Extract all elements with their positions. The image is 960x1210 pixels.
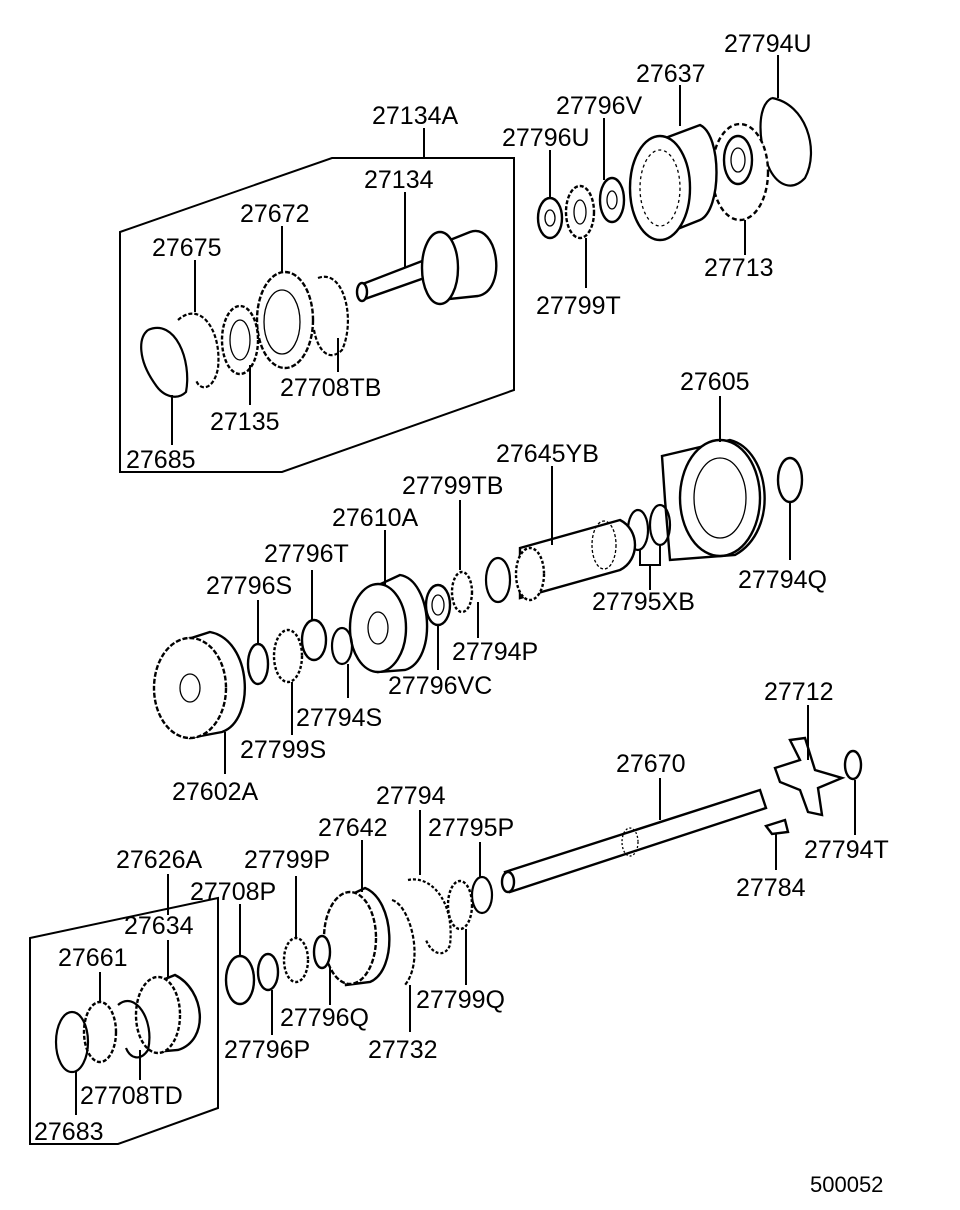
bearing-27799s [272, 628, 304, 684]
group-box-27134a [119, 157, 515, 473]
shaft-27134 [355, 229, 498, 306]
snap-ring-27675 [177, 312, 220, 389]
bearing-27799p [282, 936, 310, 984]
label-27661: 27661 [58, 944, 128, 972]
label-27134a: 27134A [372, 102, 459, 130]
label-27784: 27784 [736, 874, 806, 902]
housing-27605 [660, 438, 766, 562]
label-27799s: 27799S [240, 736, 326, 764]
washer-27796v-hole [606, 190, 618, 210]
label-27799tb: 27799TB [402, 472, 503, 500]
bearing-27799q [446, 879, 474, 931]
label-27799p: 27799P [244, 846, 330, 874]
snap-ring-27794u [759, 96, 813, 187]
label-27732: 27732 [368, 1036, 438, 1064]
figure-number: 500052 [810, 1172, 883, 1197]
bearing-27799tb [450, 570, 474, 614]
label-27794s: 27794S [296, 704, 382, 732]
key-27784 [764, 818, 790, 836]
label-27645yb: 27645YB [496, 440, 599, 468]
group-box-27626a [29, 896, 219, 1145]
label-27794t: 27794T [804, 836, 889, 864]
snap-ring-27732 [391, 898, 416, 986]
label-27796q: 27796Q [280, 1004, 369, 1032]
label-27685: 27685 [126, 446, 196, 474]
bearing-27799t-hole [573, 199, 587, 225]
washer-27796vc-hole [431, 594, 445, 616]
label-27637: 27637 [636, 60, 706, 88]
bearing-27796p [256, 952, 280, 992]
label-27134: 27134 [364, 166, 434, 194]
label-27795p: 27795P [428, 814, 514, 842]
label-27708td: 27708TD [80, 1082, 183, 1110]
washer-27796vc [424, 583, 452, 627]
ring-27794t [843, 749, 863, 781]
drum-27602a [152, 630, 246, 740]
label-27713: 27713 [704, 254, 774, 282]
washer-27796t [300, 618, 328, 662]
label-27796v: 27796V [556, 92, 643, 120]
shaft-27670 [500, 788, 768, 894]
label-27602a: 27602A [172, 778, 259, 806]
washer-27708p [224, 954, 256, 1006]
gear-27634 [134, 973, 202, 1055]
label-27672: 27672 [240, 200, 310, 228]
label-27796u: 27796U [502, 124, 590, 152]
label-27708tb: 27708TB [280, 374, 381, 402]
label-27605: 27605 [680, 368, 750, 396]
gear-27672 [255, 270, 315, 370]
washer-27796u [536, 196, 564, 240]
snap-ring-27794 [407, 878, 452, 955]
label-27610a: 27610A [332, 504, 419, 532]
carrier-27610a [348, 573, 429, 674]
label-27675: 27675 [152, 234, 222, 262]
label-27642: 27642 [318, 814, 388, 842]
ring-27794s [330, 626, 354, 666]
label-27799t: 27799T [536, 292, 621, 320]
label-27135: 27135 [210, 408, 280, 436]
snap-ring-27683 [54, 1010, 90, 1074]
label-27794u: 27794U [724, 30, 812, 58]
washer-27796u-hole [544, 209, 556, 227]
label-27670: 27670 [616, 750, 686, 778]
label-27799q: 27799Q [416, 986, 505, 1014]
label-27794: 27794 [376, 782, 446, 810]
plate-27712 [773, 736, 846, 817]
ring-27794q [776, 456, 804, 504]
leader-lines [75, 55, 856, 1115]
label-27796vc: 27796VC [388, 672, 492, 700]
snap-ring-27708td [117, 999, 151, 1059]
washer-27796s [246, 642, 270, 686]
label-27796s: 27796S [206, 572, 292, 600]
washer-27796v [598, 176, 626, 224]
label-27794q: 27794Q [738, 566, 827, 594]
washer-27796q [312, 934, 332, 970]
label-27796p: 27796P [224, 1036, 310, 1064]
label-27794p: 27794P [452, 638, 538, 666]
drum-27637 [628, 123, 718, 242]
label-27796t: 27796T [264, 540, 349, 568]
bearing-27135 [220, 304, 260, 376]
label-27708p: 27708P [190, 878, 276, 906]
label-27683: 27683 [34, 1118, 104, 1146]
bearing-27661 [82, 1000, 118, 1064]
label-27712: 27712 [764, 678, 834, 706]
label-27634: 27634 [124, 912, 194, 940]
gear-27642 [322, 886, 391, 987]
ring-27794p [484, 556, 512, 604]
snap-ring-27685 [140, 326, 189, 398]
ring-27795p [470, 875, 494, 915]
shaft-27645yb [514, 518, 637, 602]
label-27626a: 27626A [116, 846, 203, 874]
label-27795xb: 27795XB [592, 588, 695, 616]
snap-ring-27708tb [312, 275, 349, 357]
bearing-27799t [564, 184, 596, 240]
sprocket-27713 [710, 122, 770, 222]
